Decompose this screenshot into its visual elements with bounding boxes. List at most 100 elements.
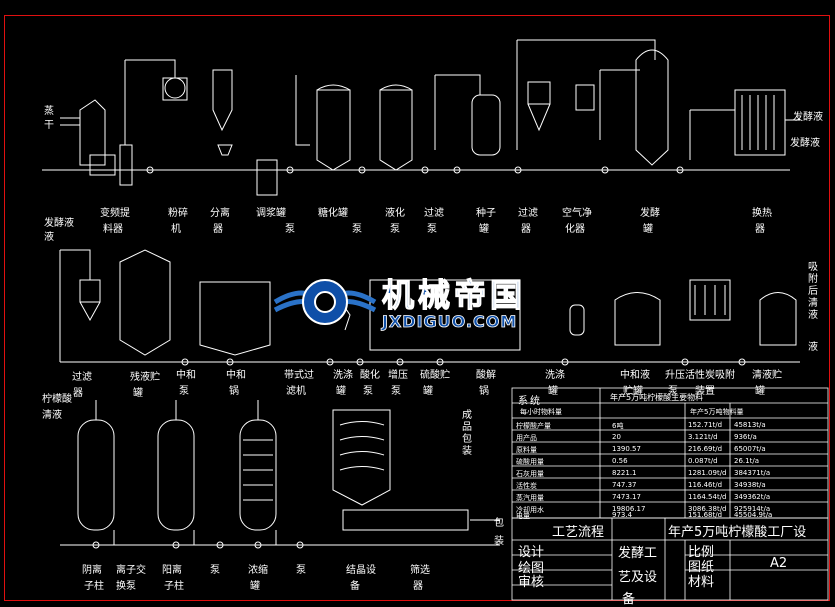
drawing-label: 图纸 (688, 560, 715, 575)
gear-wings-icon (273, 279, 377, 325)
table-cell: 0.56 (612, 457, 628, 465)
table-title: 年产5万吨柠檬酸主要物料 (610, 393, 704, 402)
label: 换热 (752, 208, 772, 219)
label: 备 (350, 581, 360, 592)
table-cell: 活性炭 (516, 482, 537, 490)
material-label: 材料 (688, 575, 715, 590)
table-cell: 蒸汽用量 (516, 494, 544, 502)
label: 罐 (336, 386, 346, 397)
label: 带式过 (284, 370, 314, 381)
label: 泵 (363, 386, 373, 397)
label: 升压 (665, 370, 685, 381)
table-header: 每小时物料量 (520, 408, 562, 416)
paper-size: A2 (770, 556, 788, 571)
table-cell: 34938t/a (734, 481, 766, 489)
table-cell: 0.087t/d (688, 457, 718, 465)
label: 柠檬酸 (42, 394, 72, 405)
label: 成品包装 (462, 410, 472, 457)
label: 干 (44, 120, 54, 131)
label: 料器 (103, 224, 123, 235)
table-cell: 152.71t/d (688, 421, 723, 429)
label: 增压 (388, 370, 408, 381)
label: 种子 (476, 208, 496, 219)
label: 包 (494, 518, 504, 529)
scale-label: 比例 (688, 545, 715, 560)
table-cell: 8221.1 (612, 469, 637, 477)
label: 离子交 (116, 565, 146, 576)
table-cell: 45504.9t/a (734, 511, 773, 519)
label: 液化 (385, 208, 405, 219)
label: 清液 (42, 410, 62, 421)
label: 酸化 (360, 370, 380, 381)
table-cell: 3086.38t/d (688, 505, 727, 513)
review-label: 审核 (518, 575, 545, 590)
label: 泵 (352, 224, 362, 235)
label: 发酵液 (44, 218, 74, 229)
label: 机 (171, 224, 181, 235)
table-cell: 45813t/a (734, 421, 766, 429)
label: 变频提 (100, 208, 130, 219)
label: 泵 (296, 565, 306, 576)
label: 残液贮 (130, 372, 160, 383)
label: 装 (494, 536, 504, 547)
label: 过滤 (518, 208, 538, 219)
table-cell: 6吨 (612, 422, 624, 430)
table-cell: 用产品 (516, 434, 537, 442)
label: 罐 (548, 386, 558, 397)
label: 子柱 (84, 581, 104, 592)
label: 糖化罐 (318, 208, 348, 219)
label: 滤机 (286, 386, 306, 397)
label: 罐 (133, 388, 143, 399)
table-header: 统 (530, 396, 540, 407)
label: 发酵 (640, 208, 660, 219)
label: 泵 (390, 224, 400, 235)
process-title: 工艺流程 (552, 525, 605, 540)
label: 中和 (226, 370, 246, 381)
label: 器 (213, 224, 223, 235)
label: 泵 (427, 224, 437, 235)
table-cell: 7473.17 (612, 493, 641, 501)
label: 泵 (285, 224, 295, 235)
table-cell: 26.1t/a (734, 457, 759, 465)
design-label: 设计 (518, 545, 545, 560)
label: 结晶设 (346, 565, 376, 576)
label: 罐 (423, 386, 433, 397)
label: 发酵液 (790, 138, 820, 149)
drawing-border (4, 15, 830, 601)
label: 贮罐 (623, 386, 643, 397)
watermark-logo: 机械帝国 JXDIGUO.COM (270, 262, 570, 342)
label: 器 (755, 224, 765, 235)
table-cell: 冷却用水 (516, 506, 544, 514)
table-cell: 3.121t/d (688, 433, 718, 441)
label: 换泵 (116, 581, 136, 592)
table-cell: 349362t/a (734, 493, 771, 501)
label: 化器 (565, 224, 585, 235)
label: 过滤 (424, 208, 444, 219)
label: 罐 (643, 224, 653, 235)
dryer-shape (79, 99, 106, 166)
label: 中和液 (620, 370, 650, 381)
label: 过滤 (72, 372, 92, 383)
table-cell: 116.46t/d (688, 481, 723, 489)
label: 调浆罐 (256, 208, 286, 219)
table-cell: 747.37 (612, 481, 637, 489)
table-cell: 973.4 (612, 511, 633, 519)
label: 吸附后清液 (808, 262, 818, 321)
label: 器 (413, 581, 423, 592)
label: 阴离 (82, 565, 102, 576)
label: 洗涤 (545, 370, 565, 381)
table-cell: 硫酸用量 (516, 458, 544, 466)
label: 器 (521, 224, 531, 235)
label: 子柱 (164, 581, 184, 592)
table-header: 系 (518, 396, 528, 407)
label: 液 (808, 342, 818, 353)
table-cell: 65007t/a (734, 445, 766, 453)
label: 发酵液 (793, 112, 823, 123)
label: 罐 (479, 224, 489, 235)
project-title: 年产5万吨柠檬酸工厂设 (668, 525, 807, 540)
label: 浓缩 (248, 565, 268, 576)
table-header: 年产5万吨物料量 (690, 408, 744, 416)
label: 分离 (210, 208, 230, 219)
table-cell: 216.69t/d (688, 445, 723, 453)
